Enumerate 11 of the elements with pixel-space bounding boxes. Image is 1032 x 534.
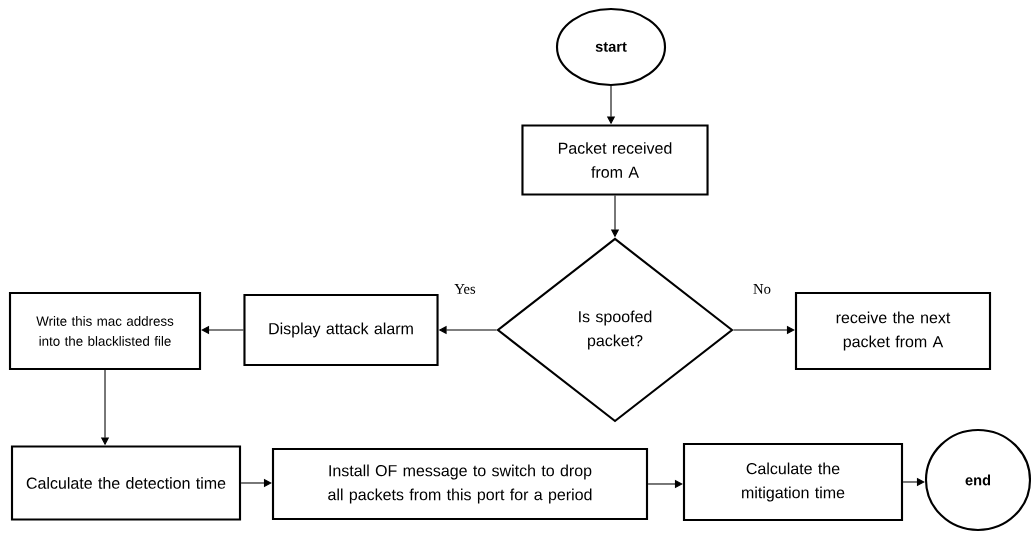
process-box: Install OF message to switch to drop all packets from this port for a period — [271, 447, 649, 521]
terminal-oval: start — [555, 7, 667, 87]
edge-label: Yes — [453, 282, 477, 296]
process-box: Display attack alarm — [243, 293, 439, 367]
process-box: Packet received from A — [521, 124, 709, 196]
process-box: Write this mac address into the blacklisted file — [8, 291, 202, 371]
process-box: receive the next packet from A — [794, 291, 992, 371]
edge-label: No — [751, 282, 773, 296]
terminal-oval: end — [924, 428, 1032, 532]
process-box: Calculate the detection time — [10, 445, 242, 521]
process-box: Calculate the mitigation time — [682, 442, 904, 522]
